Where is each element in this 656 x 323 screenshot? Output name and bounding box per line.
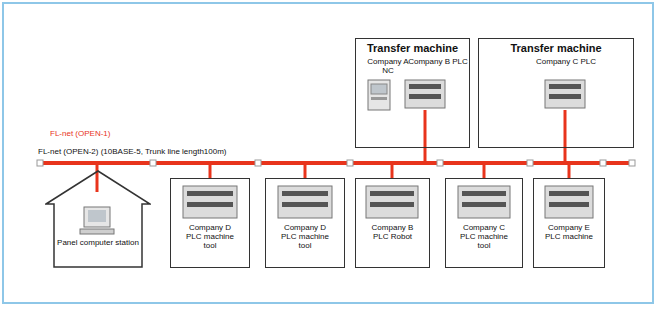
plc-icon (545, 186, 593, 218)
frame (3, 3, 653, 303)
device-label: Company C PLC (531, 57, 601, 79)
plc-icon (405, 80, 445, 108)
node-text: Company B PLC (408, 57, 468, 66)
box-heading: Transfer machine (356, 42, 469, 55)
equipment-box: Company B PLC Robot (355, 178, 430, 268)
plc-icon (278, 186, 332, 218)
box-heading: Transfer machine (479, 42, 633, 55)
equipment-box: Company C PLC machine tool (445, 178, 523, 268)
drop-line (304, 163, 307, 178)
drop-line (564, 110, 567, 163)
drop-line (96, 163, 99, 192)
node-text: Company D PLC machine tool (184, 223, 236, 251)
drop-line (391, 163, 394, 178)
node-text: Company D PLC machine tool (279, 223, 331, 251)
node-text: Company E PLC machine (543, 223, 595, 241)
equipment-box: Company D PLC machine tool (170, 178, 250, 268)
plc-icon (183, 186, 237, 218)
computer-icon (80, 207, 114, 234)
house-outline (45, 170, 151, 268)
node-text: Panel computer station (57, 238, 139, 247)
node-text: Company A NC (362, 57, 414, 75)
network-label: FL-net (OPEN-2) (10BASE-5, Trunk line le… (38, 147, 227, 156)
node-text: Company C PLC (531, 57, 601, 66)
drop-line (209, 163, 212, 178)
node-text: Company B PLC Robot (367, 223, 419, 241)
drop-line (424, 110, 427, 163)
station-house: Panel computer station (45, 170, 151, 268)
drop-line (568, 163, 571, 178)
device-label: Company B PLC (408, 57, 468, 79)
trunk-line (40, 161, 632, 165)
plc-icon (545, 80, 585, 108)
plc-icon (458, 186, 510, 218)
transfer-machine-box: Transfer machineCompany A NCCompany B PL… (355, 38, 470, 148)
node-text: Company C PLC machine tool (458, 223, 510, 251)
equipment-box: Company E PLC machine (533, 178, 605, 268)
network-label: FL-net (OPEN-1) (50, 129, 110, 138)
tap-markers (37, 160, 635, 166)
transfer-machine-box: Transfer machineCompany C PLC (478, 38, 634, 148)
drop-line (483, 163, 486, 178)
device-label: Company A NC (362, 57, 414, 79)
plc-icon (366, 186, 418, 218)
nc-icon (368, 80, 390, 110)
equipment-box: Company D PLC machine tool (265, 178, 345, 268)
